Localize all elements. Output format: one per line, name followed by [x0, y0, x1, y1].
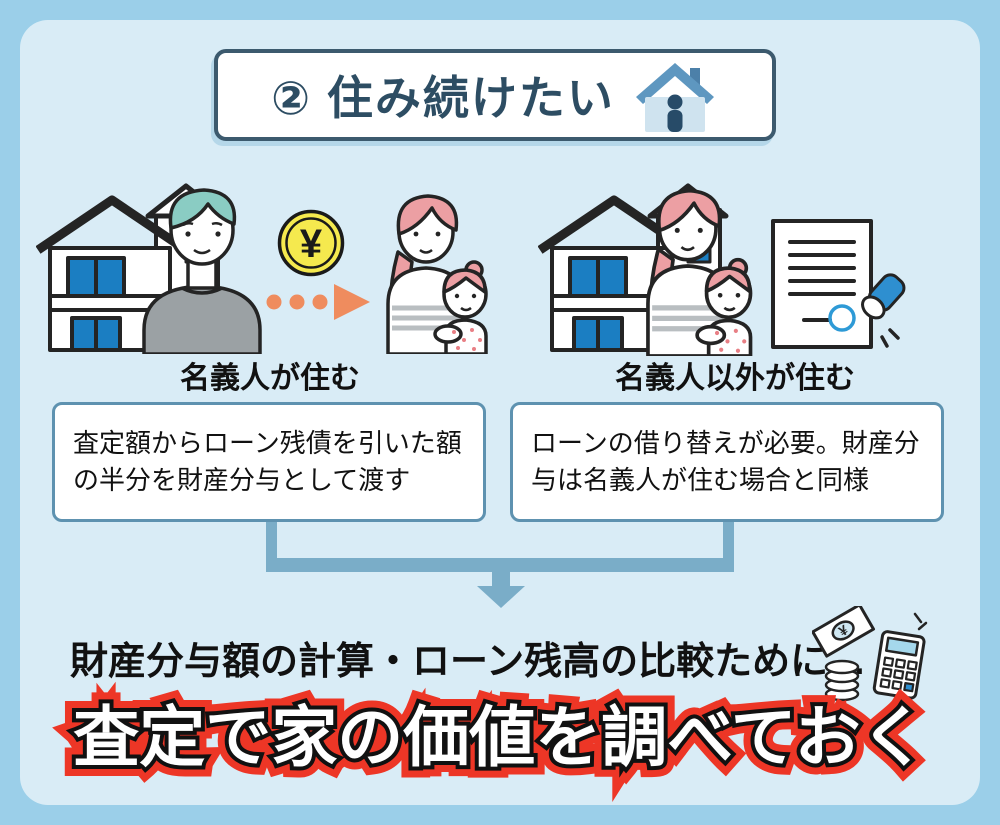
conclusion-lead: 財産分与額の計算・ローン残高の比較ために…: [70, 641, 867, 683]
down-arrow-icon: [477, 586, 525, 608]
yen-symbol: ¥: [300, 222, 323, 266]
scenario-note-right: ローンの借り替えが必要。財産分与は名義人が住む場合と同様: [510, 402, 944, 522]
connector-left-line: [266, 522, 277, 562]
connector-arrow-stem: [492, 570, 510, 588]
homeowner-man-icon: [142, 188, 262, 354]
house-with-person-icon: [635, 63, 714, 132]
header-box: ② 住み続けたい: [214, 49, 776, 141]
mother-child-icon: [646, 188, 753, 356]
conclusion-banner-text: 査定で家の価値を調べておく: [73, 684, 927, 780]
scenario-caption-right: 名義人以外が住む: [615, 362, 855, 395]
scenario-note-left: 査定額からローン残債を引いた額の半分を財産分与として渡す: [52, 402, 486, 522]
scenario-note-left-text: 査定額からローン残債を引いた額の半分を財産分与として渡す: [73, 428, 462, 495]
header-title: ② 住み続けたい: [271, 72, 615, 124]
connector-horizontal-line: [266, 558, 734, 572]
connector-right-line: [723, 522, 734, 562]
conclusion-banner: 査定で家の価値を調べておく: [0, 684, 1000, 780]
contract-stamp-icon: [771, 219, 906, 349]
yen-coin-icon: ¥: [277, 209, 345, 277]
scenario-caption-left: 名義人が住む: [180, 362, 360, 395]
mother-child-icon: [386, 194, 488, 354]
dotted-arrow-icon: [266, 284, 370, 320]
scenario-note-right-text: ローンの借り替えが必要。財産分与は名義人が住む場合と同様: [531, 428, 920, 495]
